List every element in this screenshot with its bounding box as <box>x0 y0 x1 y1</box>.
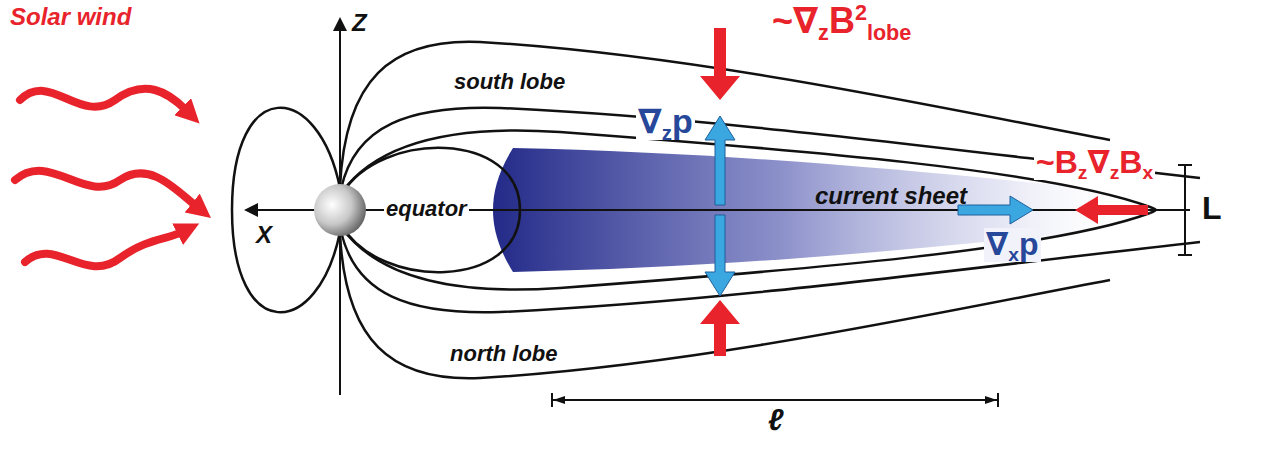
thickness-bracket <box>1178 165 1192 255</box>
region-label: south lobe <box>452 70 567 93</box>
earth <box>314 184 366 236</box>
wavy-arrow <box>20 89 186 110</box>
label-text: B <box>1119 146 1142 180</box>
dimension-label: L <box>1200 192 1224 226</box>
label-text: B <box>829 2 855 40</box>
lobe-pressure-arrow <box>700 300 740 356</box>
subscript-text: z <box>818 22 829 45</box>
region-label: current sheet <box>815 182 967 210</box>
tail-field-line <box>342 213 1150 290</box>
label-text: Z <box>352 10 367 35</box>
tension-arrow <box>1075 196 1148 224</box>
axis-arrowhead <box>244 203 258 217</box>
region-label: equator <box>384 197 469 220</box>
axis-label: X <box>254 222 274 247</box>
label-text: ~∇ <box>772 2 818 40</box>
superscript-text: 2 <box>855 2 867 25</box>
label-text: ~B <box>1036 146 1078 180</box>
force-label: ~∇zB2lobe <box>770 2 913 40</box>
force-label: ∇zp <box>636 104 695 140</box>
wavy-arrow <box>25 232 182 266</box>
label-text: ℓ <box>768 404 783 436</box>
lobe-pressure-arrow <box>700 28 740 100</box>
pressure-gradient-arrow <box>705 215 735 296</box>
subscript-text: z <box>1078 163 1088 183</box>
axis-label: Z <box>350 10 369 35</box>
subscript-text: z <box>662 123 672 144</box>
label-text: south lobe <box>454 70 565 93</box>
dimension-arrowheads <box>553 396 997 404</box>
dimension-label: ℓ <box>766 404 785 436</box>
force-label: ~Bz∇zBx <box>1034 146 1155 180</box>
label-text: ∇ <box>986 228 1008 262</box>
subscript-text: lobe <box>867 22 911 45</box>
title-label: Solar wind <box>8 4 133 29</box>
label-text: p <box>672 104 693 140</box>
region-label: north lobe <box>448 342 560 365</box>
force-label: ∇xp <box>984 228 1041 262</box>
subscript-text: x <box>1142 163 1153 183</box>
label-text: ∇ <box>638 104 662 140</box>
subscript-text: z <box>1110 163 1120 183</box>
label-text: p <box>1019 228 1039 262</box>
pressure-gradient-arrow <box>705 116 735 205</box>
label-text: X <box>256 222 272 247</box>
label-text: Solar wind <box>10 4 131 29</box>
label-text: ∇ <box>1087 146 1109 180</box>
label-text: north lobe <box>450 342 558 365</box>
pressure-gradient-arrow <box>958 196 1033 224</box>
label-text: equator <box>386 197 467 220</box>
solar-wind-arrows <box>15 89 196 267</box>
label-text: L <box>1202 192 1222 226</box>
subscript-text: x <box>1008 245 1019 265</box>
axis-arrowhead <box>333 17 347 31</box>
wavy-arrow <box>15 171 196 206</box>
